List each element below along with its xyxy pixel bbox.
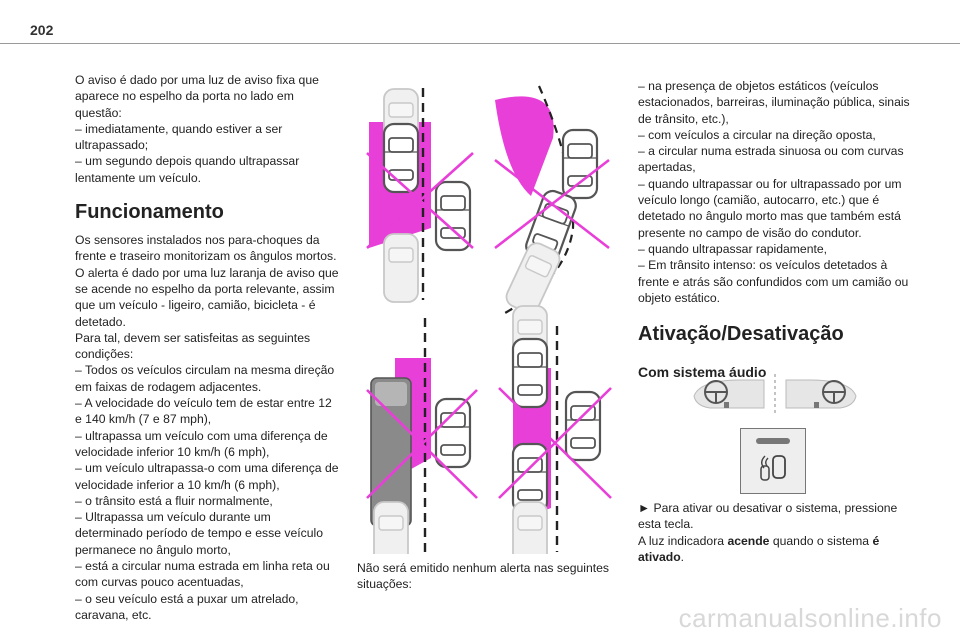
blind-spot-icon <box>760 455 786 481</box>
condition-item: – Ultrapassa um veículo durante um deter… <box>75 510 323 557</box>
condition-item: – o seu veículo está a puxar um atrelado… <box>75 591 299 622</box>
no-alert-item: – Em trânsito intenso: os veículos detet… <box>638 258 909 305</box>
condition-item: – está a circular numa estrada em linha … <box>75 559 330 590</box>
indicator-light-icon <box>756 438 790 444</box>
condition-item: – um veículo ultrapassa-o com uma difere… <box>75 461 339 492</box>
scenario-curved-road <box>494 85 610 317</box>
column-right: – na presença de objetos estáticos (veíc… <box>638 78 910 380</box>
intro-para: O aviso é dado por uma luz de aviso fixa… <box>75 73 319 120</box>
intro-item: – imediatamente, quando estiver a ser ul… <box>75 121 283 153</box>
body-para: Os sensores instalados nos para-choques … <box>75 233 337 264</box>
blind-spot-button-diagram <box>740 428 806 494</box>
condition-item: – o trânsito está a fluir normalmente, <box>75 493 273 508</box>
steering-wheel-diagram <box>693 374 857 414</box>
intro-item: – um segundo depois quando ultrapassar l… <box>75 154 300 185</box>
no-alert-item: – na presença de objetos estáticos (veíc… <box>638 79 910 126</box>
subheading-audio: Com sistema áudio <box>638 364 767 381</box>
no-alert-item: – quando ultrapassar rapidamente, <box>638 241 828 256</box>
section-heading-funcionamento: Funcionamento <box>75 201 224 224</box>
condition-item: – ultrapassa um veículo com uma diferenç… <box>75 428 328 459</box>
body-para: O alerta é dado por uma luz laranja de a… <box>75 265 339 329</box>
scenario-static-objects <box>366 88 474 303</box>
instruction-step: ► Para ativar ou desativar o sistema, pr… <box>638 501 898 532</box>
steering-wheel-icon <box>704 380 728 404</box>
illustration-caption: Não será emitido nenhum alerta nas segui… <box>357 561 610 592</box>
no-alert-item: – com veículos a circular na direção opo… <box>638 127 876 142</box>
scenario-heavy-traffic <box>498 305 612 554</box>
no-alert-item: – quando ultrapassar ou for ultrapassado… <box>638 176 902 240</box>
body-para: Para tal, devem ser satisfeitas as segui… <box>75 330 311 362</box>
header-rule <box>0 43 960 44</box>
watermark: carmanualsonline.info <box>678 603 942 633</box>
page-number: 202 <box>30 22 54 38</box>
steering-wheel-icon <box>822 380 846 404</box>
column-left: O aviso é dado por uma luz de aviso fixa… <box>75 72 341 623</box>
activation-instructions: ► Para ativar ou desativar o sistema, pr… <box>638 500 910 565</box>
blind-spot-illustrations <box>366 85 612 554</box>
no-alert-item: – a circular numa estrada sinuosa ou com… <box>638 144 904 175</box>
scenario-long-vehicle <box>366 318 478 554</box>
condition-item: – A velocidade do veículo tem de estar e… <box>75 396 332 427</box>
section-heading-ativacao: Ativação/Desativação <box>638 323 844 346</box>
condition-item: – Todos os veículos circulam na mesma di… <box>75 363 335 394</box>
indicator-status: A luz indicadora acende quando o sistema… <box>638 533 880 564</box>
